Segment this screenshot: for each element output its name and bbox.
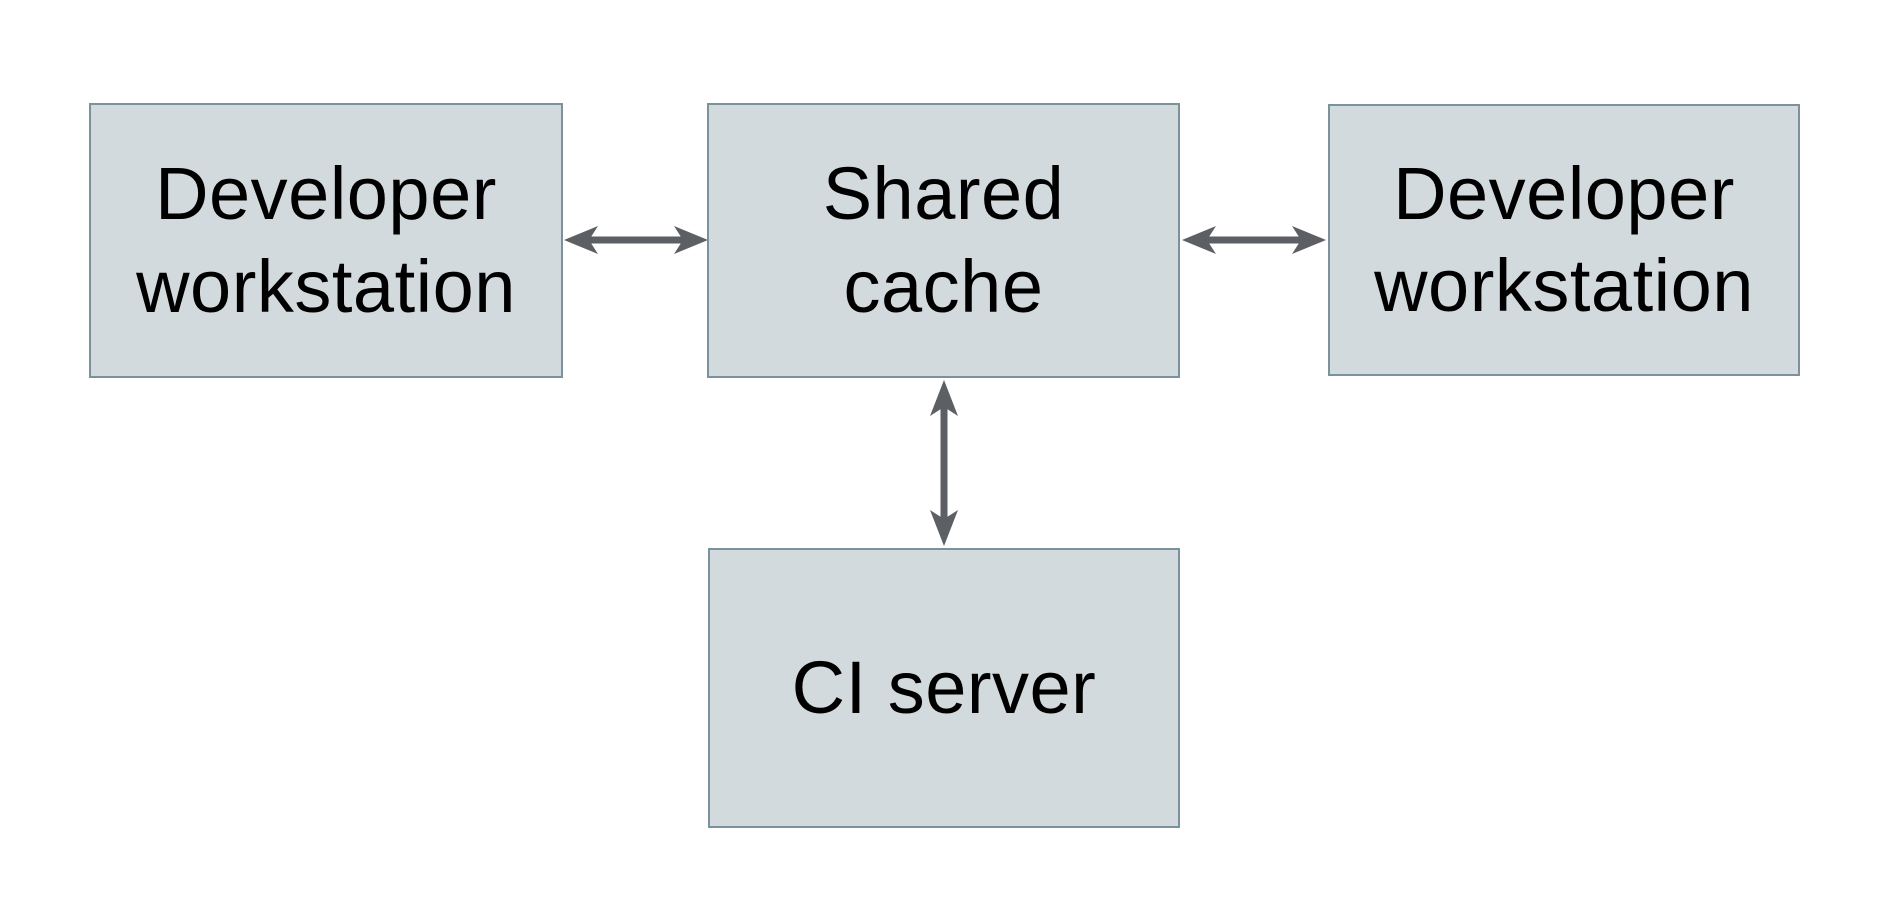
node-shared-cache: Shared cache [707,103,1180,378]
node-label: CI server [791,645,1097,729]
node-developer-workstation-left: Developer workstation [89,103,563,378]
double-arrow-left-icon [563,216,709,264]
node-label: Shared cache [822,152,1065,328]
double-arrow-right-icon [1181,216,1327,264]
node-developer-workstation-right: Developer workstation [1328,104,1800,376]
double-arrow-vertical-icon [920,379,968,547]
node-label: Developer workstation [136,152,516,328]
node-ci-server: CI server [708,548,1180,828]
node-label: Developer workstation [1374,151,1754,328]
